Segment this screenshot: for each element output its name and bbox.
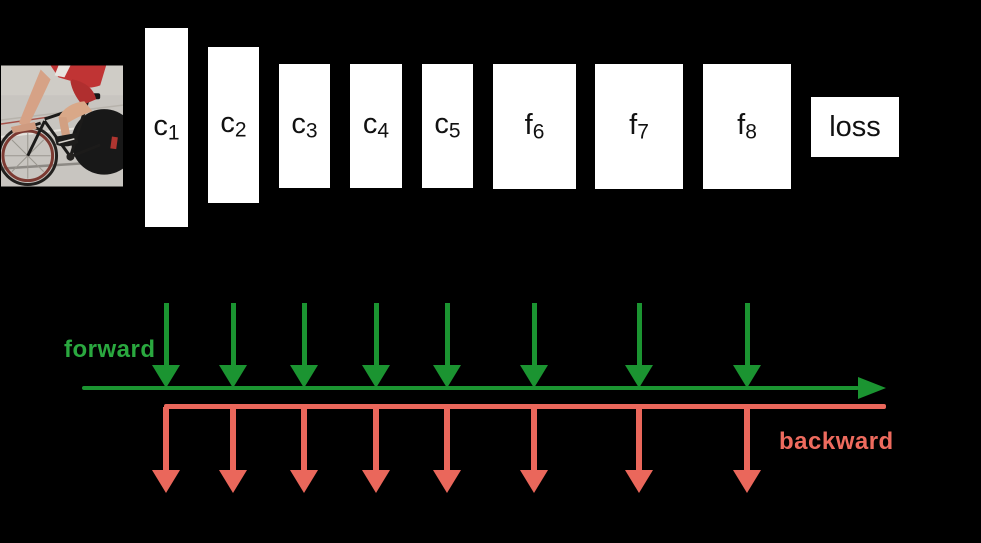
backward-axis-line	[164, 404, 886, 409]
disc-wheel	[71, 109, 123, 175]
layer-box-f6: f6	[493, 64, 576, 189]
forward-tap-arrow-8	[733, 303, 761, 388]
layer-box-c3: c3	[279, 64, 330, 188]
backward-tap-arrow-7	[625, 407, 653, 493]
cyclist-photo	[1, 65, 123, 187]
layer-box-loss: loss	[811, 97, 899, 157]
spokes	[4, 132, 51, 179]
forearm	[10, 122, 37, 133]
layer-box-f8: f8	[703, 64, 791, 189]
layer-label: c1	[153, 109, 180, 145]
backward-tap-arrow-2	[219, 407, 247, 493]
layer-box-c2: c2	[208, 47, 259, 203]
shorts	[70, 79, 97, 106]
backward-tap-arrow-4	[362, 407, 390, 493]
layer-label: loss	[829, 110, 881, 143]
layer-box-c1: c1	[145, 28, 188, 227]
forward-label: forward	[64, 336, 156, 363]
layer-label: c4	[362, 108, 390, 143]
backward-tap-arrow-3	[290, 407, 318, 493]
backward-tap-arrow-6	[520, 407, 548, 493]
forward-tap-arrow-4	[362, 303, 390, 388]
layer-label: f8	[737, 108, 757, 144]
layer-label: c3	[291, 108, 318, 143]
backward-tap-arrow-8	[733, 407, 761, 493]
layer-label: f6	[524, 108, 545, 144]
backward-label: backward	[779, 428, 894, 455]
forward-tap-arrow-5	[433, 303, 461, 388]
layer-box-c4: c4	[350, 64, 402, 188]
crank	[66, 152, 75, 161]
thigh	[58, 101, 93, 126]
backward-tap-arrow-5	[433, 407, 461, 493]
forward-tap-arrow-1	[152, 303, 180, 388]
arm	[18, 69, 51, 129]
forward-axis-arrowhead	[858, 377, 886, 399]
forward-axis-line	[82, 386, 859, 390]
layer-box-f7: f7	[595, 64, 683, 189]
forward-tap-arrow-3	[290, 303, 318, 388]
layer-label: f7	[629, 108, 649, 144]
calf	[58, 117, 71, 139]
forward-tap-arrow-7	[625, 303, 653, 388]
layer-label: c2	[220, 107, 247, 142]
layer-box-c5: c5	[422, 64, 473, 188]
forward-tap-arrow-2	[219, 303, 247, 388]
layer-label: c5	[434, 108, 461, 143]
forward-tap-arrow-6	[520, 303, 548, 388]
backward-tap-arrow-1	[152, 407, 180, 493]
